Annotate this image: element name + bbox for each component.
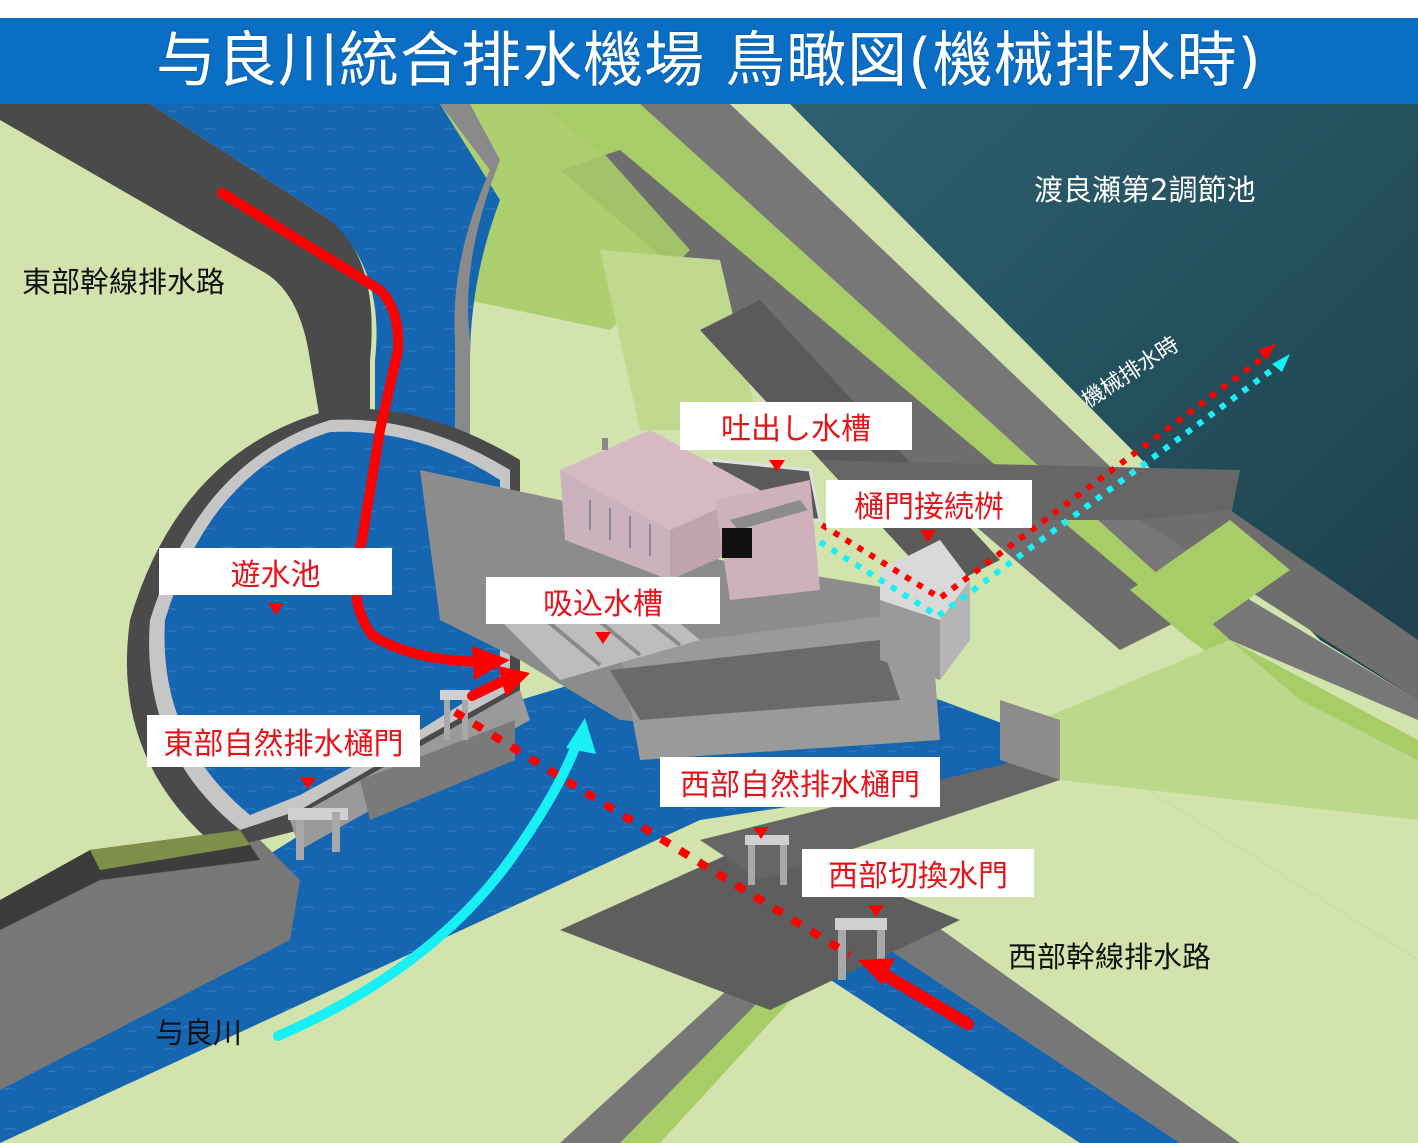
label-intake-tank: 吸込水槽 xyxy=(486,577,720,624)
title-bar: 与良川統合排水機場 鳥瞰図(機械排水時) xyxy=(0,18,1418,104)
page-title: 与良川統合排水機場 鳥瞰図(機械排水時) xyxy=(156,26,1262,96)
marker-east-natural-drainage-sluice-icon xyxy=(300,777,316,789)
west-trunk-channel-label: 西部幹線排水路 xyxy=(1008,940,1212,974)
label-sluice-connection-pit: 樋門接続桝 xyxy=(826,480,1032,528)
marker-discharge-tank-icon xyxy=(769,460,785,472)
building-roof xyxy=(560,430,760,530)
marker-sluice-connection-pit-icon xyxy=(920,530,936,542)
scene-illustration xyxy=(0,104,1418,1143)
label-west-natural-drainage-sluice: 西部自然排水樋門 xyxy=(660,757,940,807)
marker-west-switching-gate-icon xyxy=(868,905,884,917)
yora-river-label: 与良川 xyxy=(155,1016,243,1050)
label-west-switching-gate: 西部切換水門 xyxy=(802,849,1034,897)
marker-retention-pond-icon xyxy=(268,603,284,615)
reservoir-label: 渡良瀬第2調節池 xyxy=(1034,173,1256,207)
east-trunk-channel-label: 東部幹線排水路 xyxy=(22,265,226,299)
aerial-diagram xyxy=(0,104,1418,1143)
marker-intake-tank-icon xyxy=(595,632,611,644)
label-east-natural-drainage-sluice: 東部自然排水樋門 xyxy=(147,715,420,767)
label-retention-pond: 遊水池 xyxy=(159,548,392,595)
marker-west-natural-drainage-sluice-icon xyxy=(753,827,769,839)
label-discharge-tank: 吐出し水槽 xyxy=(680,402,912,450)
